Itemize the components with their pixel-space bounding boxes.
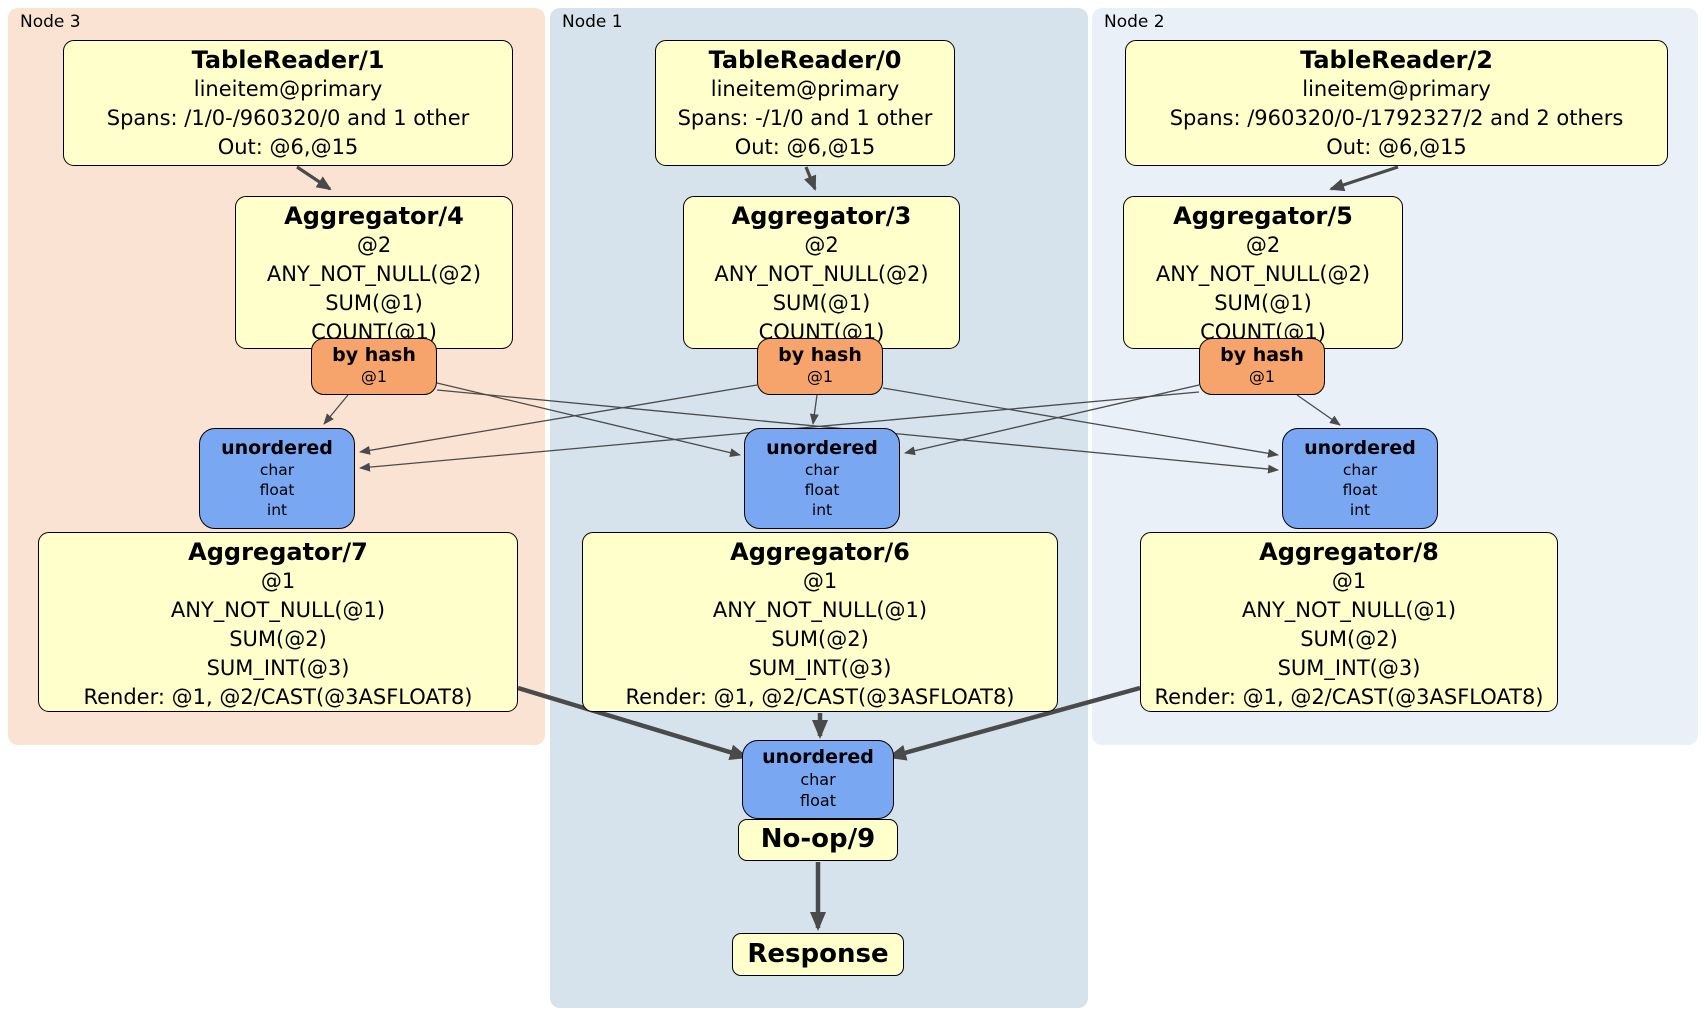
processor-title: Aggregator/4 bbox=[284, 202, 464, 230]
node1-label: Node 1 bbox=[562, 12, 623, 32]
processor-title: Aggregator/7 bbox=[188, 538, 368, 566]
table-reader-0: TableReader/0 lineitem@primary Spans: -/… bbox=[655, 40, 955, 166]
processor-title: Aggregator/3 bbox=[731, 202, 912, 230]
hash-router-3: by hash @1 bbox=[757, 338, 883, 395]
edge-r3-u6 bbox=[809, 394, 819, 425]
aggregator-6: Aggregator/6 @1 ANY_NOT_NULL(@1) SUM(@2)… bbox=[582, 532, 1058, 712]
edge-r5-u8 bbox=[1296, 394, 1341, 426]
edge-tr1-agg4 bbox=[296, 165, 332, 191]
edge-tr2-agg5 bbox=[1329, 165, 1399, 192]
tablereader-to-aggregator-arrows bbox=[296, 165, 1399, 192]
processor-title: TableReader/1 bbox=[191, 46, 385, 74]
noop-processor: No-op/9 bbox=[738, 819, 898, 861]
unordered-sync-final: unordered char float bbox=[742, 740, 894, 819]
node3-label: Node 3 bbox=[20, 12, 81, 32]
edge-r4-u7 bbox=[323, 394, 349, 425]
table-reader-2: TableReader/2 lineitem@primary Spans: /9… bbox=[1125, 40, 1668, 166]
edge-r5-u6 bbox=[904, 384, 1200, 456]
hash-router-5: by hash @1 bbox=[1199, 338, 1325, 395]
edge-agg7-final bbox=[517, 685, 749, 761]
table-reader-1: TableReader/1 lineitem@primary Spans: /1… bbox=[63, 40, 513, 166]
response-box: Response bbox=[732, 933, 904, 976]
edge-r3-u8 bbox=[882, 387, 1279, 458]
edge-tr0-agg3 bbox=[804, 166, 817, 191]
aggregator-4: Aggregator/4 @2 ANY_NOT_NULL(@2) SUM(@1)… bbox=[235, 196, 513, 349]
node2-label: Node 2 bbox=[1104, 12, 1165, 32]
final-flow-arrows bbox=[517, 685, 1141, 931]
edge-agg8-final bbox=[887, 685, 1141, 761]
aggregator-7: Aggregator/7 @1 ANY_NOT_NULL(@1) SUM(@2)… bbox=[38, 532, 518, 712]
processor-title: TableReader/0 bbox=[708, 46, 902, 74]
processor-title: Aggregator/8 bbox=[1259, 538, 1439, 566]
aggregator-5: Aggregator/5 @2 ANY_NOT_NULL(@2) SUM(@1)… bbox=[1123, 196, 1403, 349]
hash-router-4: by hash @1 bbox=[311, 338, 437, 395]
processor-title: Aggregator/6 bbox=[730, 538, 910, 566]
unordered-sync-node2: unordered char float int bbox=[1282, 428, 1438, 529]
unordered-sync-node3: unordered char float int bbox=[199, 428, 355, 529]
edge-r3-u7 bbox=[359, 384, 758, 455]
processor-title: TableReader/2 bbox=[1300, 46, 1493, 74]
unordered-sync-node1: unordered char float int bbox=[744, 428, 900, 529]
aggregator-8: Aggregator/8 @1 ANY_NOT_NULL(@1) SUM(@2)… bbox=[1140, 532, 1558, 712]
aggregator-3: Aggregator/3 @2 ANY_NOT_NULL(@2) SUM(@1)… bbox=[683, 196, 960, 349]
processor-title: Aggregator/5 bbox=[1173, 202, 1353, 230]
